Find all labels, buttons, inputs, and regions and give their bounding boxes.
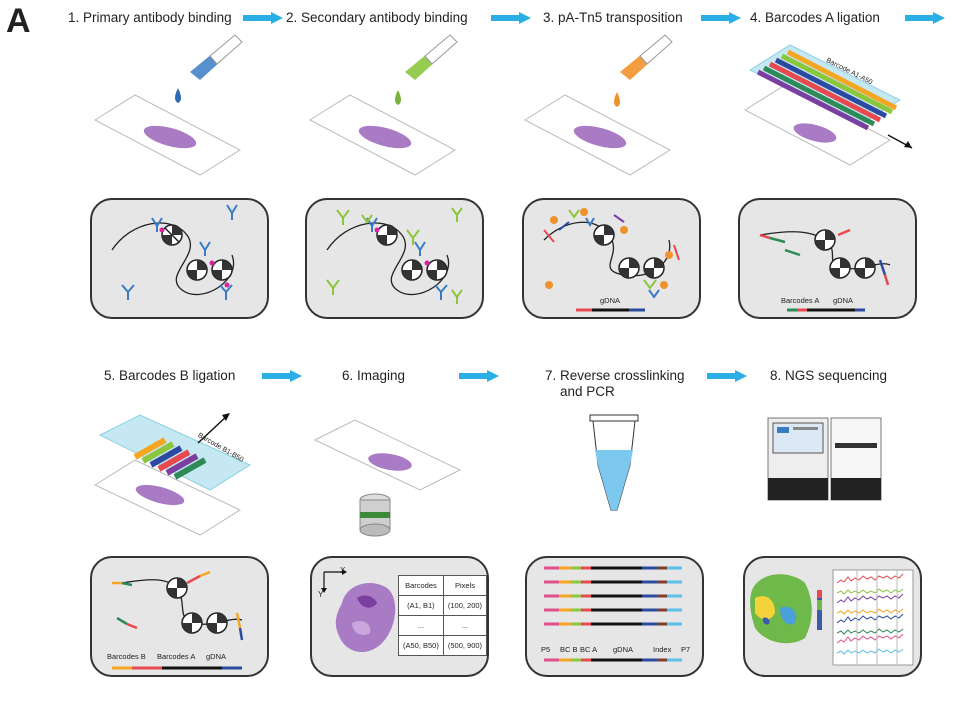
axis-y-label: Y	[318, 590, 324, 599]
step-1-label: 1. Primary antibody binding	[68, 10, 232, 25]
flow-arrow-icon	[491, 12, 531, 24]
table-cell: (100, 200)	[442, 595, 488, 616]
step-7-label-line1: 7. Reverse crosslinking	[545, 368, 685, 383]
sequencing-library-fragments	[544, 566, 682, 662]
chromatin-barcode-b-diagram	[112, 570, 244, 670]
barcodes-b-label: Barcodes B	[107, 652, 146, 661]
gdna-label-step3: gDNA	[600, 296, 621, 305]
axis-x-label: X	[340, 566, 346, 575]
chromatin-tn5-diagram	[543, 208, 680, 312]
bc-b-label: BC B	[560, 645, 578, 654]
step-1-mechanism-box	[90, 198, 269, 319]
step-2-slide-illustration	[308, 34, 458, 176]
table-cell: ...	[442, 615, 488, 636]
panel-letter: A	[6, 2, 31, 40]
flow-arrow-icon	[459, 370, 499, 382]
table-header-pixels: Pixels	[442, 575, 488, 596]
step-4-barcode-chip-illustration	[743, 44, 913, 166]
table-header-barcodes: Barcodes	[398, 575, 444, 596]
table-row: (A1, B1)(100, 200)	[398, 595, 488, 616]
table-cell: (A1, B1)	[398, 595, 444, 616]
step-3-label: 3. pA-Tn5 transposition	[543, 10, 683, 25]
table-cell: (A50, B50)	[398, 635, 444, 656]
step-4-mechanism-box	[738, 198, 917, 319]
step-5-label: 5. Barcodes B ligation	[104, 368, 236, 383]
ngs-sequencer-icon	[767, 417, 882, 501]
chromatin-barcode-a-diagram	[759, 228, 891, 312]
tissue-image-with-axes	[321, 569, 396, 653]
p5-label: P5	[541, 645, 551, 654]
step-8-label: 8. NGS sequencing	[770, 368, 888, 383]
p7-label: P7	[681, 645, 691, 654]
barcodes-a-label-step4: Barcodes A	[781, 296, 820, 305]
step-7-library-box	[525, 556, 704, 677]
step-3-slide-illustration	[523, 34, 673, 176]
table-cell: (500, 900)	[442, 635, 488, 656]
index-label: Index	[653, 645, 672, 654]
table-row: (A50, B50)(500, 900)	[398, 635, 488, 656]
gdna-label-step5: gDNA	[206, 652, 227, 661]
pcr-tube-icon	[589, 414, 639, 511]
step-4-label: 4. Barcodes A ligation	[750, 10, 880, 25]
chromatin-secondary-antibody-diagram	[326, 207, 463, 304]
barcodes-a-label-step5: Barcodes A	[157, 652, 196, 661]
step-5-barcode-chip-illustration	[93, 413, 252, 536]
flow-arrow-icon	[701, 12, 741, 24]
step-7-label-line2: and PCR	[560, 384, 615, 399]
step-6-label: 6. Imaging	[342, 368, 406, 383]
step-1-slide-illustration	[93, 34, 243, 176]
step-2-label: 2. Secondary antibody binding	[286, 10, 468, 25]
step-2-mechanism-box	[305, 198, 484, 319]
chromatin-primary-antibody-diagram	[111, 204, 238, 300]
table-row: ......	[398, 615, 488, 636]
gdna-label-step4: gDNA	[833, 296, 854, 305]
gdna-label-step7: gDNA	[613, 645, 634, 654]
spatial-map-and-tracks-result	[750, 569, 914, 666]
step-6-imaging-illustration	[313, 419, 462, 537]
bc-a-label: BC A	[580, 645, 598, 654]
flow-arrow-icon	[707, 370, 747, 382]
flow-arrow-icon	[262, 370, 302, 382]
step-5-mechanism-box	[90, 556, 269, 677]
flow-arrow-icon	[905, 12, 945, 24]
flow-arrow-icon	[243, 12, 283, 24]
table-cell: ...	[398, 615, 444, 636]
